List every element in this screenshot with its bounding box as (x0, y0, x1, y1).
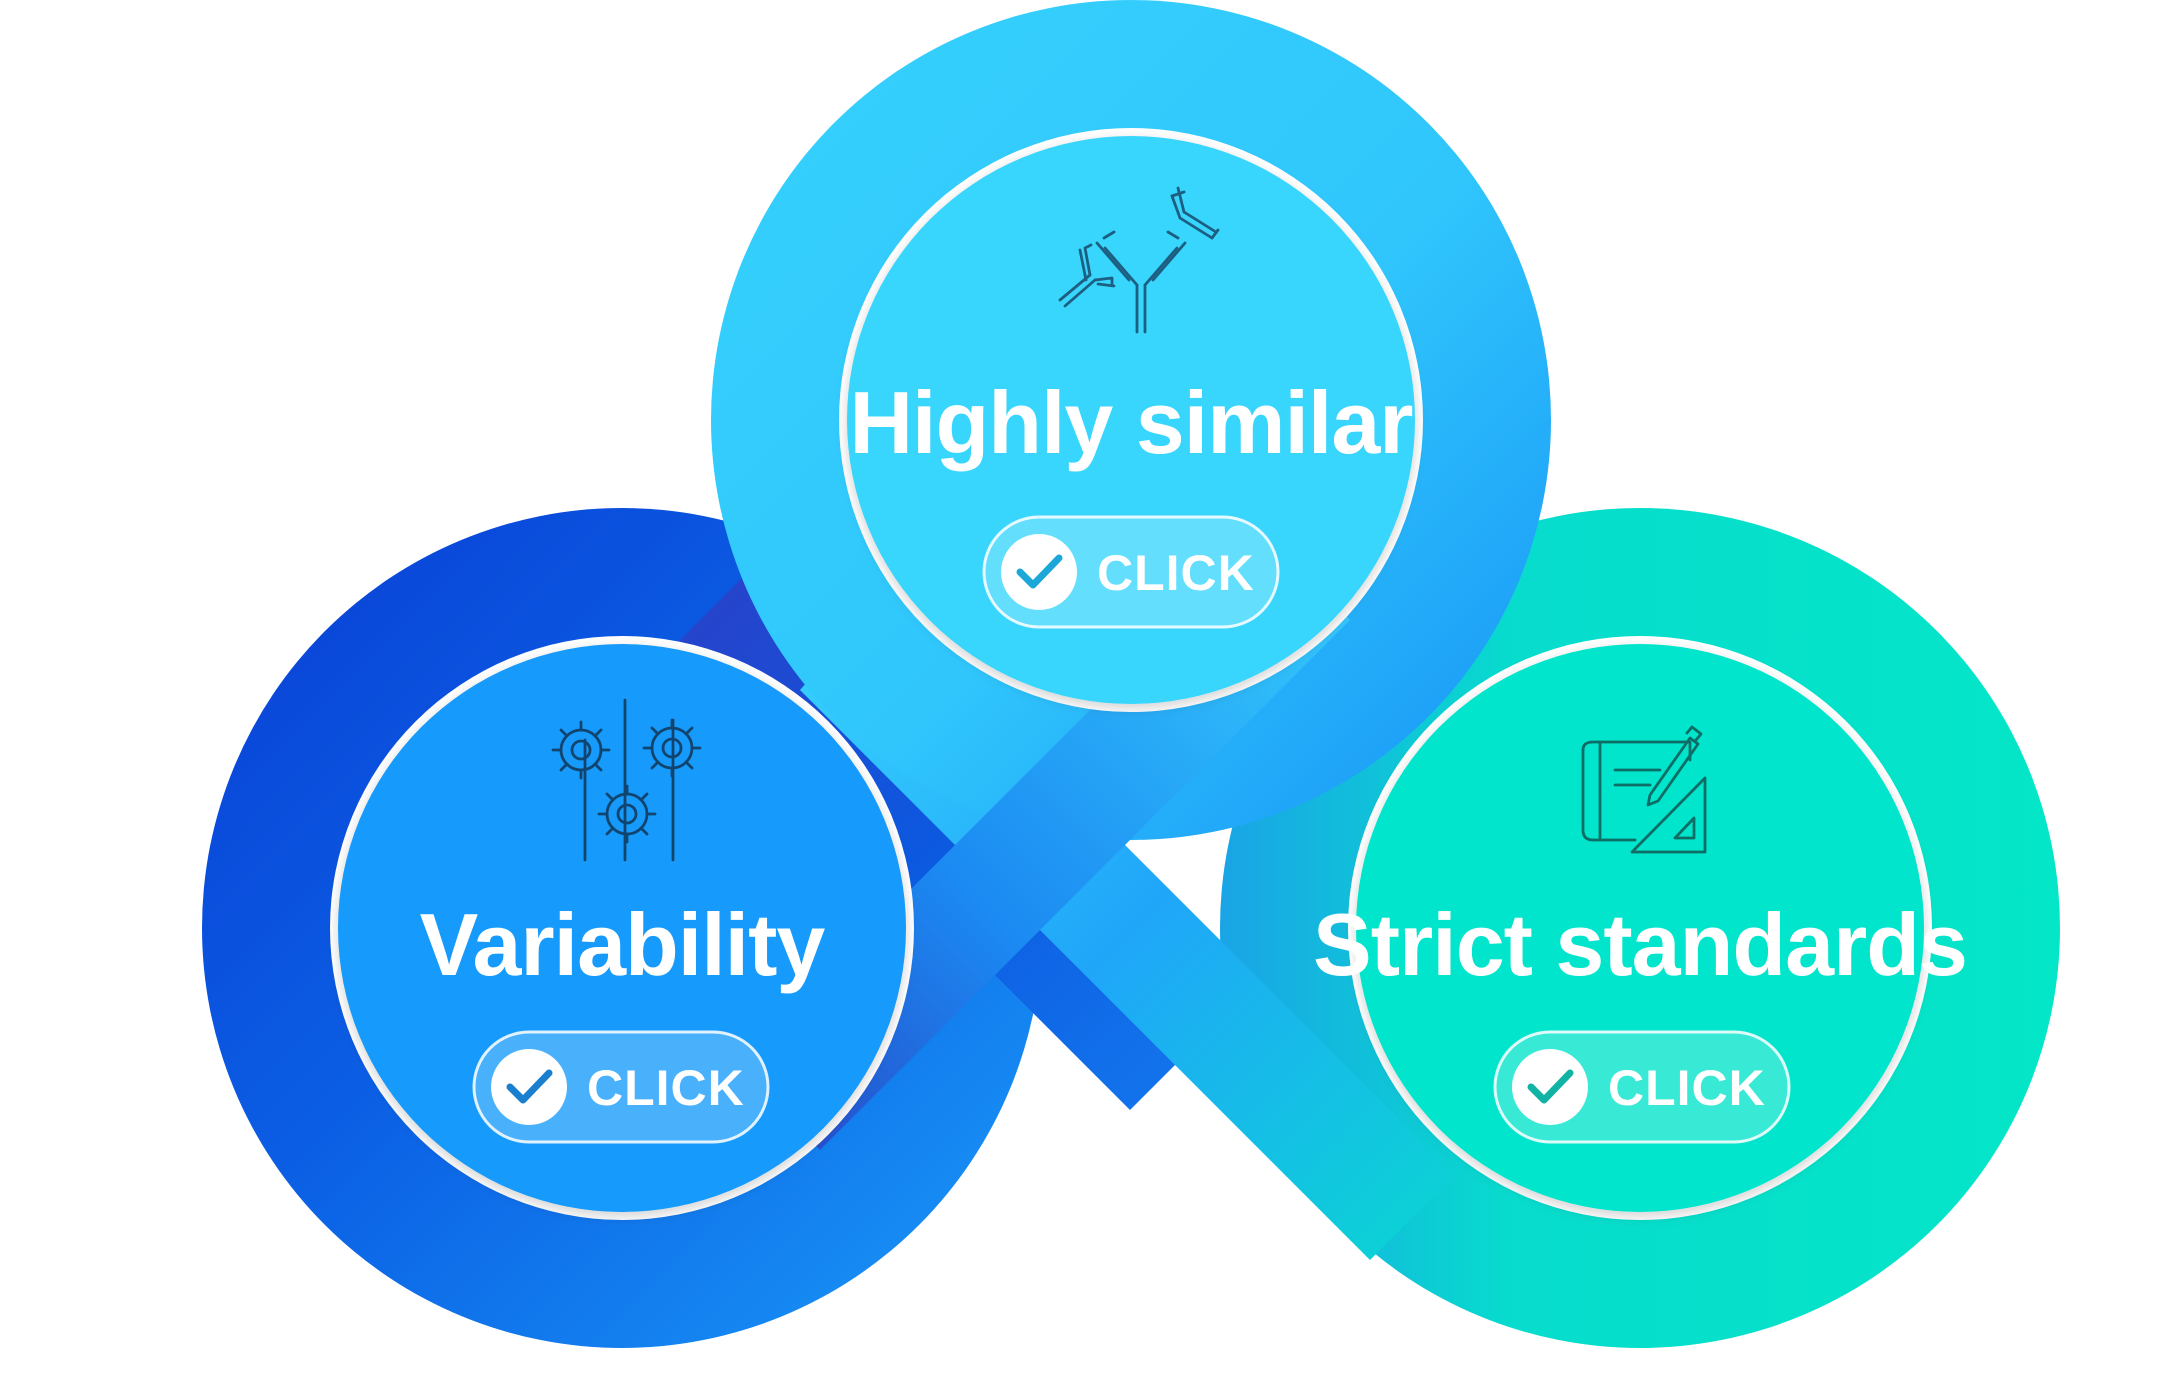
gears-icon (551, 698, 702, 862)
strict-standards-click-button[interactable]: CLICK (1493, 1030, 1791, 1144)
variability-node: Variability CLICK (330, 636, 914, 1220)
variability-click-button[interactable]: CLICK (472, 1030, 770, 1144)
highly-similar-disc (847, 136, 1415, 704)
strict-standards-title: Strict standards (1313, 895, 1967, 994)
blueprint-icon (1581, 725, 1707, 854)
highly-similar-title: Highly similar (849, 373, 1412, 472)
variability-button-label: CLICK (587, 1060, 745, 1116)
highly-similar-node: Highly similar CLICK (839, 128, 1423, 712)
check-circle-icon (1512, 1049, 1588, 1125)
check-circle-icon (1001, 534, 1077, 610)
strict-standards-button-label: CLICK (1608, 1060, 1766, 1116)
variability-title: Variability (420, 895, 826, 994)
highly-similar-button-label: CLICK (1097, 545, 1255, 601)
strict-standards-node: Strict standards CLICK (1313, 636, 1968, 1220)
antibody-icon (1058, 186, 1220, 334)
check-circle-icon (491, 1049, 567, 1125)
highly-similar-click-button[interactable]: CLICK (982, 515, 1280, 629)
